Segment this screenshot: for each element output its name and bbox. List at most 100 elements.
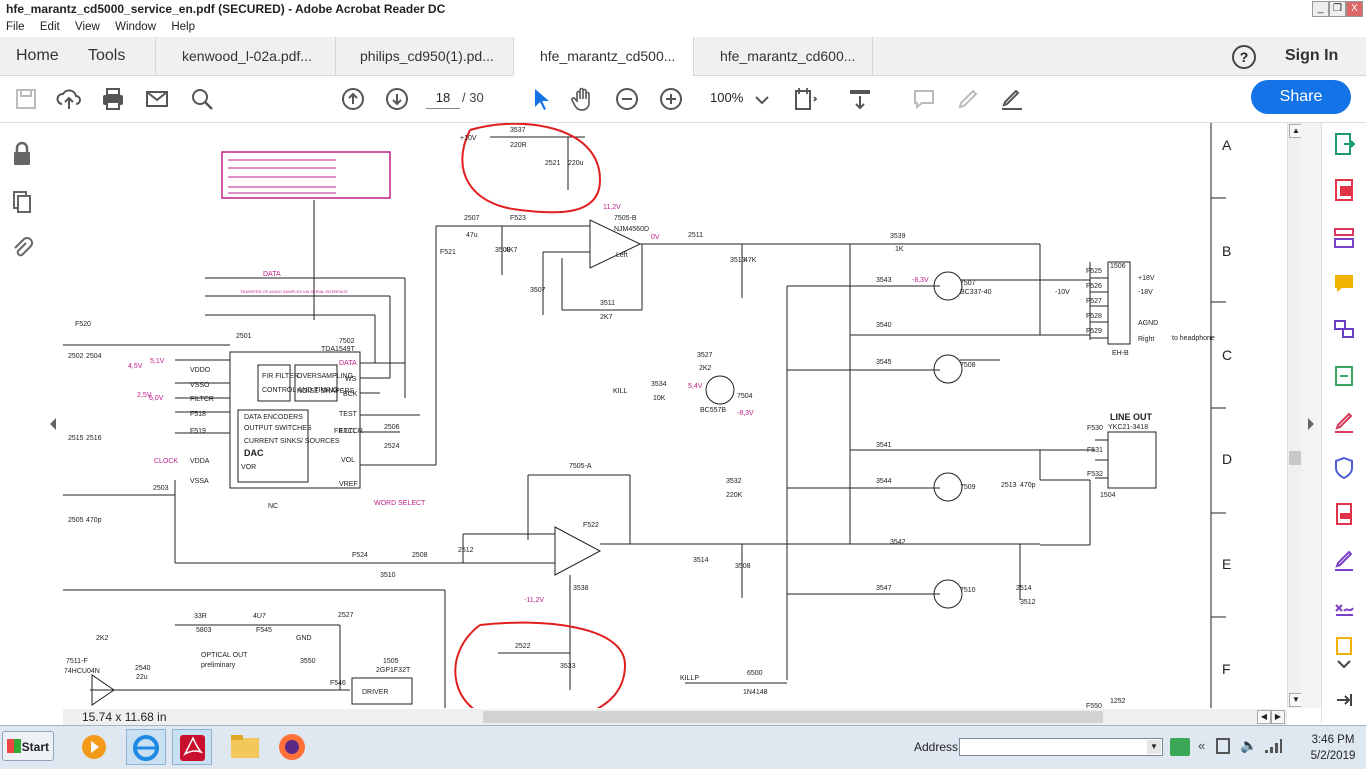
scroll-thumb-horizontal[interactable]: [483, 711, 1103, 723]
clock-date: 5/2/2019: [1310, 750, 1356, 762]
comment-icon[interactable]: [910, 85, 938, 113]
attachment-icon[interactable]: [11, 235, 33, 261]
tab-philips[interactable]: philips_cd950(1).pd...: [335, 37, 513, 75]
internet-explorer-icon[interactable]: [126, 729, 166, 765]
save-icon[interactable]: [12, 85, 40, 113]
page-total: / 30: [462, 90, 484, 105]
dropdown-arrow-icon[interactable]: ▼: [1147, 740, 1161, 754]
menu-edit[interactable]: Edit: [39, 21, 60, 33]
tools-tab[interactable]: Tools: [88, 47, 126, 64]
scroll-left-icon[interactable]: ◀: [1257, 710, 1271, 724]
combine-files-icon[interactable]: [1332, 317, 1356, 343]
zoom-out-icon[interactable]: [613, 85, 641, 113]
schematic-label: VSSO: [190, 382, 210, 389]
schematic-label: 2511: [688, 232, 703, 239]
schematic-label: GND: [296, 635, 312, 642]
tray-expand-icon[interactable]: «: [1198, 738, 1206, 753]
previous-page-icon[interactable]: [339, 85, 367, 113]
menu-file[interactable]: File: [6, 21, 25, 33]
scroll-thumb[interactable]: [1289, 451, 1301, 465]
schematic-label: NJM4560D: [614, 226, 649, 233]
restore-button[interactable]: ❐: [1329, 1, 1346, 17]
collapse-pane-icon[interactable]: [1334, 691, 1354, 709]
comment-tool-icon[interactable]: [1332, 271, 1356, 297]
schematic-label: F521: [440, 249, 456, 256]
tab-kenwood[interactable]: kenwood_l-02a.pdf...: [155, 37, 335, 75]
windows-logo-icon: [7, 739, 21, 753]
schematic-label: 7509: [960, 484, 976, 491]
pages-icon[interactable]: [11, 189, 33, 215]
page-fit-icon[interactable]: [790, 85, 818, 113]
schematic-label: KILLP: [680, 675, 699, 682]
go-button-icon[interactable]: [1170, 738, 1190, 756]
sign-icon[interactable]: [998, 85, 1026, 113]
chevron-down-icon[interactable]: [748, 85, 776, 113]
schematic-label: 3539: [890, 233, 906, 240]
share-button[interactable]: Share: [1251, 80, 1351, 114]
schematic-label: VOL: [341, 457, 355, 464]
export-pdf-icon[interactable]: [1332, 131, 1356, 157]
start-button[interactable]: Start: [2, 731, 54, 761]
create-pdf-icon[interactable]: [1332, 177, 1356, 203]
schematic-label: VOR: [241, 464, 256, 471]
menu-window[interactable]: Window: [115, 21, 157, 33]
compress-icon[interactable]: [1332, 363, 1356, 389]
tab-marantz-cd5000[interactable]: hfe_marantz_cd500...: [513, 37, 693, 76]
print-icon[interactable]: [99, 85, 127, 113]
menu-view[interactable]: View: [75, 21, 100, 33]
certificates-icon[interactable]: [1332, 593, 1356, 619]
menu-help[interactable]: Help: [171, 21, 196, 33]
protect-icon[interactable]: [1332, 455, 1356, 481]
file-explorer-icon[interactable]: [226, 729, 266, 765]
network-tray-icon[interactable]: [1216, 738, 1230, 754]
hand-tool-icon[interactable]: [569, 85, 597, 113]
zoom-level-select[interactable]: 100%: [710, 90, 744, 105]
schematic-label: NOISE SHAPERS: [297, 388, 355, 395]
vertical-scrollbar[interactable]: ▲ ▼: [1287, 123, 1303, 708]
chevron-down-icon[interactable]: [1334, 657, 1354, 671]
system-clock[interactable]: 3:46 PM 5/2/2019: [1300, 732, 1366, 764]
pdf-document-icon[interactable]: [1332, 501, 1356, 527]
signal-tray-icon[interactable]: [1264, 738, 1282, 754]
select-cursor-icon[interactable]: [526, 85, 554, 113]
scroll-right-icon[interactable]: ▶: [1271, 710, 1285, 724]
search-icon[interactable]: [188, 85, 216, 113]
expand-right-icon[interactable]: [1306, 417, 1316, 431]
firefox-icon[interactable]: [272, 729, 312, 765]
schematic-label: FIR FILTER: [262, 373, 299, 380]
fill-sign-icon[interactable]: [1332, 409, 1356, 435]
home-tab[interactable]: Home: [16, 47, 59, 64]
send-for-signature-icon[interactable]: [1332, 547, 1356, 573]
tab-marantz-cd600[interactable]: hfe_marantz_cd600...: [693, 37, 873, 75]
schematic-label: TRANSFER OF AUDIO SAMPLES VIA SERIAL INT…: [240, 289, 348, 294]
media-player-icon[interactable]: [76, 729, 116, 765]
schematic-label: 2502: [68, 353, 84, 360]
minimize-button[interactable]: _: [1312, 1, 1329, 17]
help-icon[interactable]: ?: [1232, 45, 1256, 69]
schematic-label: 3507: [530, 287, 546, 294]
upload-icon[interactable]: [55, 85, 83, 113]
address-input[interactable]: ▼: [959, 738, 1163, 756]
scroll-mode-icon[interactable]: [846, 85, 874, 113]
sign-in-button[interactable]: Sign In: [1285, 47, 1339, 64]
zoom-in-icon[interactable]: [657, 85, 685, 113]
next-page-icon[interactable]: [383, 85, 411, 113]
highlight-icon[interactable]: [954, 85, 982, 113]
lock-icon[interactable]: [10, 141, 34, 167]
schematic-label: 0V: [651, 234, 660, 241]
collapse-left-icon[interactable]: [48, 417, 58, 431]
more-tools-icon[interactable]: [1332, 635, 1356, 657]
schematic-label: LINE OUT: [1110, 412, 1153, 422]
acrobat-icon[interactable]: [172, 729, 212, 765]
close-button[interactable]: X: [1346, 1, 1363, 17]
organize-pages-icon[interactable]: [1332, 225, 1356, 251]
schematic-label: 2505: [68, 517, 84, 524]
schematic-label: BC557B: [700, 407, 726, 414]
schematic-label: BC337-40: [960, 289, 992, 296]
volume-tray-icon[interactable]: 🔈: [1240, 737, 1258, 753]
schematic-label: DAC: [244, 448, 264, 458]
email-icon[interactable]: [143, 85, 171, 113]
page-number-input[interactable]: 18: [426, 88, 460, 109]
horizontal-scrollbar[interactable]: ◀ ▶: [63, 709, 1287, 725]
